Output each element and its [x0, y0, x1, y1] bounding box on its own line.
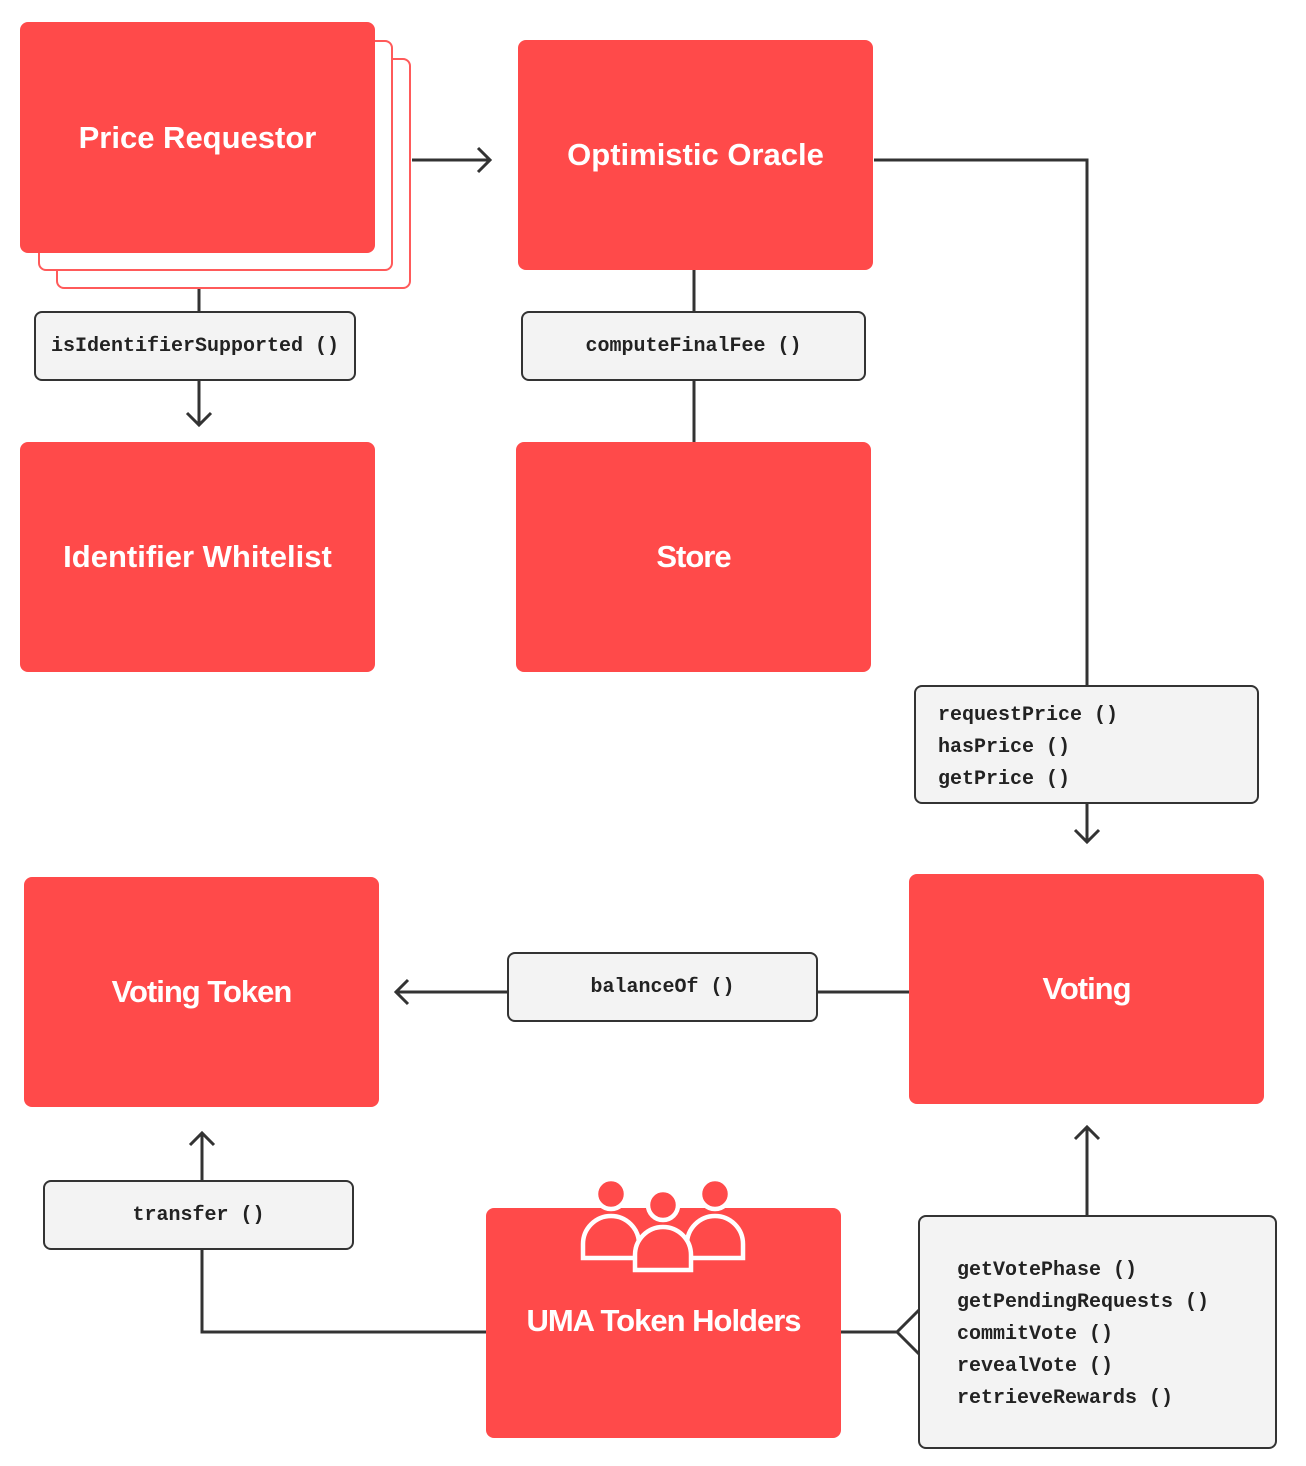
compute-final-fee-call: computeFinalFee (): [521, 311, 866, 381]
voting-label: Voting: [1042, 971, 1131, 1006]
people-group-icon: [580, 1176, 746, 1273]
optimistic-oracle-box[interactable]: Optimistic Oracle: [518, 40, 873, 270]
retrieve-rewards-call: retrieveRewards (): [957, 1387, 1174, 1410]
identifier-whitelist-label: Identifier Whitelist: [63, 539, 332, 574]
get-price-call: getPrice (): [938, 768, 1071, 791]
is-identifier-supported-label: isIdentifierSupported (): [50, 334, 340, 358]
uma-token-holders-box[interactable]: UMA Token Holders: [486, 1208, 841, 1438]
identifier-whitelist-box[interactable]: Identifier Whitelist: [20, 442, 375, 672]
balance-of-label: balanceOf (): [590, 975, 735, 999]
voting-token-label: Voting Token: [111, 974, 293, 1009]
get-vote-phase-call: getVotePhase (): [957, 1259, 1138, 1282]
oracle-calls-list: requestPrice () hasPrice () getPrice (): [914, 685, 1259, 804]
voting-box[interactable]: Voting: [909, 874, 1264, 1104]
request-price-call: requestPrice (): [938, 704, 1119, 727]
arrow-requestor-to-oracle: [412, 146, 493, 174]
transfer-label: transfer (): [132, 1203, 265, 1227]
voting-calls-list: getVotePhase () getPendingRequests () co…: [918, 1215, 1277, 1449]
store-box[interactable]: Store: [516, 442, 871, 672]
has-price-call: hasPrice (): [938, 736, 1071, 759]
arrow-oracle-to-voting: [874, 158, 1101, 845]
voting-token-box[interactable]: Voting Token: [24, 877, 379, 1107]
store-label: Store: [656, 539, 731, 574]
optimistic-oracle-label: Optimistic Oracle: [567, 137, 824, 172]
transfer-call: transfer (): [43, 1180, 354, 1250]
reveal-vote-call: revealVote (): [957, 1355, 1114, 1378]
get-pending-requests-call: getPendingRequests (): [957, 1291, 1210, 1314]
is-identifier-supported-call: isIdentifierSupported (): [34, 311, 356, 381]
commit-vote-call: commitVote (): [957, 1323, 1114, 1346]
price-requestor-label: Price Requestor: [78, 119, 317, 155]
uma-token-holders-label: UMA Token Holders: [526, 1303, 801, 1338]
price-requestor-box[interactable]: Price Requestor: [20, 22, 375, 253]
compute-final-fee-label: computeFinalFee (): [585, 334, 802, 358]
arrow-holders-to-voting: [841, 1124, 1101, 1356]
balance-of-call: balanceOf (): [507, 952, 818, 1022]
